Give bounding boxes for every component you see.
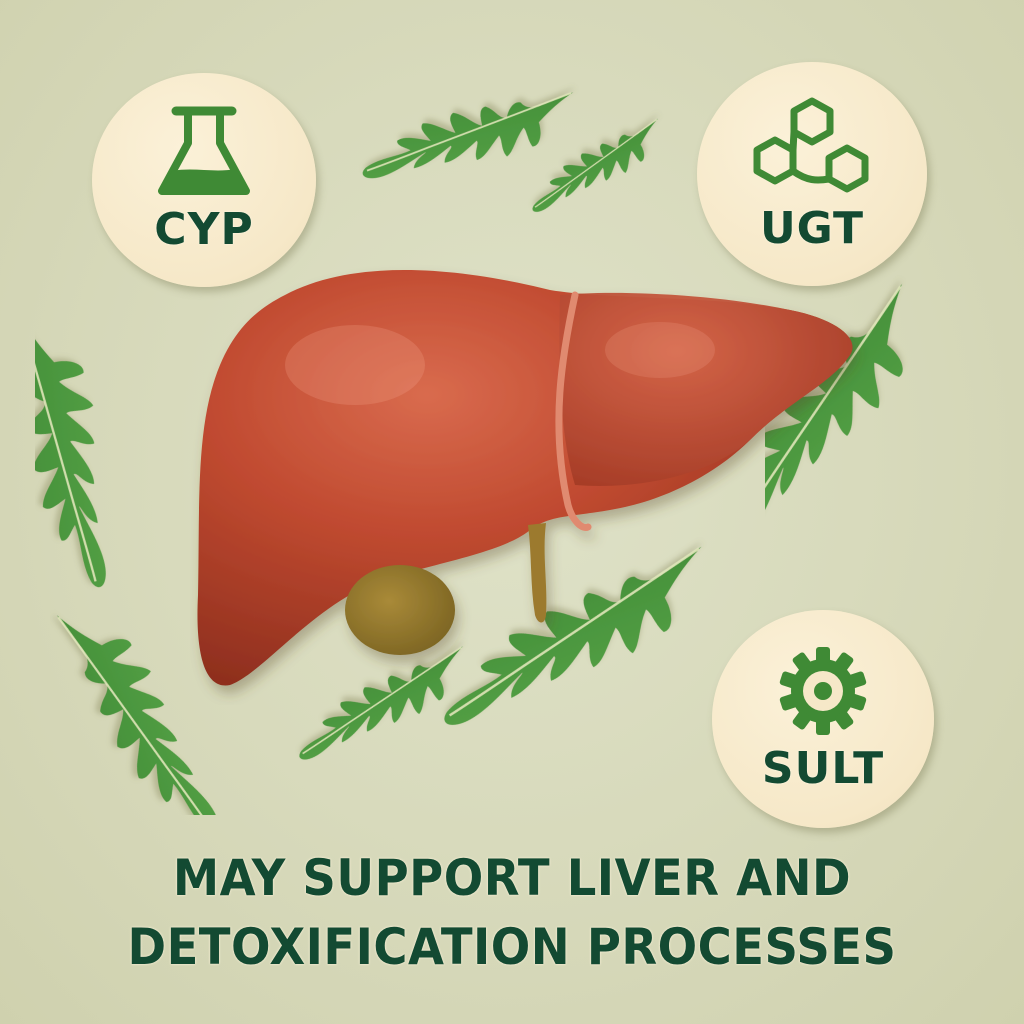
arugula-leaf-top-small (522, 99, 674, 236)
hexagon-molecule-icon (753, 97, 869, 192)
headline-line-1: MAY SUPPORT LIVER AND (172, 849, 852, 907)
badge-ugt: UGT (697, 62, 927, 286)
badge-label-ugt: UGT (759, 202, 865, 254)
badge-label-cyp: CYP (154, 203, 254, 255)
liver-illustration (197, 270, 853, 686)
gear-icon (779, 647, 867, 735)
badge-label-sult: SULT (761, 743, 885, 794)
badge-sult: SULT (712, 610, 934, 828)
headline-line-2: DETOXIFICATION PROCESSES (127, 918, 897, 976)
flask-icon (158, 106, 250, 195)
badge-cyp: CYP (92, 73, 316, 287)
